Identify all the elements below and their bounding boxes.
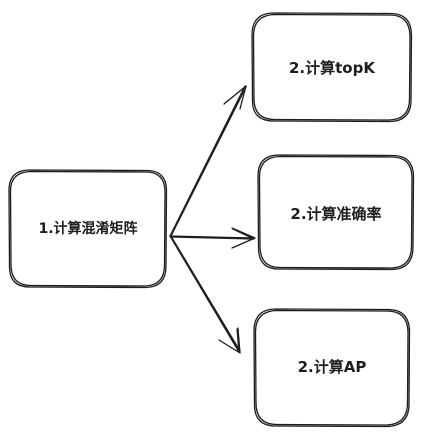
- arrow-to-accuracy: [169, 227, 256, 249]
- arrow-to-accuracy-head: [231, 227, 256, 249]
- node-target-ap-border: [253, 308, 411, 428]
- node-target-accuracy-border: [257, 154, 415, 271]
- arrow-to-topk-head: [223, 85, 247, 110]
- node-source: 1.计算混淆矩阵: [8, 169, 168, 289]
- arrow-to-topk: [169, 85, 247, 237]
- node-target-topk-border: [251, 12, 413, 123]
- arrow-to-topk-shaft: [169, 85, 247, 237]
- node-target-topk-label: 2.计算topK: [289, 59, 376, 77]
- arrow-to-accuracy-shaft: [169, 235, 255, 240]
- arrow-to-ap-shaft: [169, 235, 241, 353]
- node-target-accuracy-label: 2.计算准确率: [290, 205, 381, 223]
- arrow-to-ap-head: [218, 327, 241, 354]
- node-target-ap-label: 2.计算AP: [298, 358, 367, 376]
- node-source-border: [8, 169, 168, 289]
- arrow-to-ap: [169, 235, 241, 354]
- node-target-accuracy: 2.计算准确率: [257, 154, 415, 271]
- node-target-topk: 2.计算topK: [251, 12, 413, 123]
- node-target-ap: 2.计算AP: [253, 308, 411, 428]
- node-source-label: 1.计算混淆矩阵: [38, 220, 137, 237]
